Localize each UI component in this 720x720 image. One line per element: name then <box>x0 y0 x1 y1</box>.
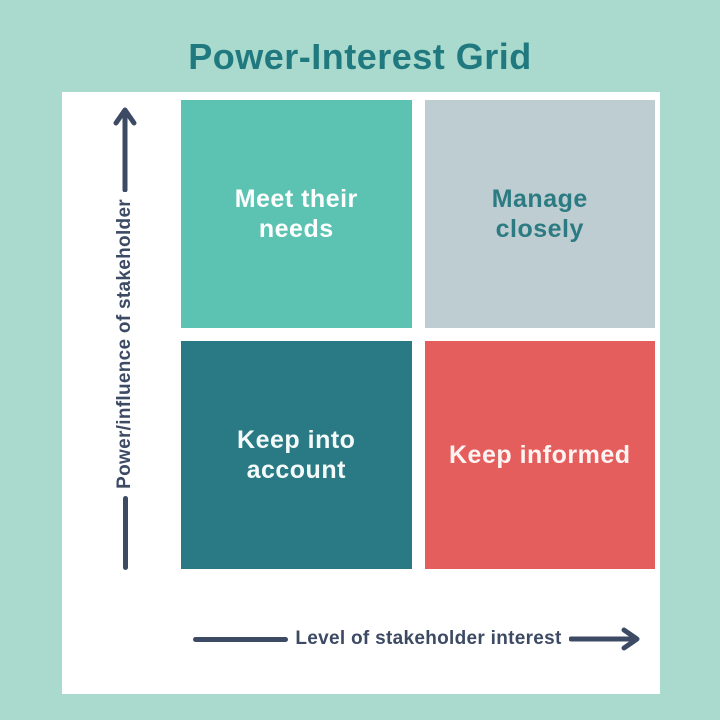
up-arrow-icon <box>113 107 137 192</box>
right-arrow-icon <box>568 627 640 651</box>
matrix-card: Meet their needs Manage closely Keep int… <box>62 92 660 694</box>
x-axis-line-segment <box>193 636 289 642</box>
quadrant-label-line: needs <box>258 215 334 243</box>
quadrant-keep-into-account: Keep into account <box>181 341 412 569</box>
quadrant-keep-informed: Keep informed <box>424 341 655 569</box>
x-axis: Level of stakeholder interest <box>181 625 655 653</box>
x-axis-label: Level of stakeholder interest <box>295 628 562 649</box>
y-axis: Power/influence of stakeholder <box>109 104 141 570</box>
quadrant-label-line: closely <box>495 215 584 243</box>
quadrant-label-line: Keep informed <box>448 440 631 469</box>
y-axis-label: Power/influence of stakeholder <box>114 199 135 489</box>
quadrant-label-line: Meet their <box>234 184 358 213</box>
quadrant-label-line: Keep into <box>237 425 356 454</box>
page-title: Power-Interest Grid <box>188 36 532 77</box>
quadrant-label-line: Manage <box>491 184 588 213</box>
quadrant-manage-closely: Manage closely <box>424 100 655 328</box>
y-axis-line-segment <box>122 496 128 570</box>
quadrant-meet-their-needs: Meet their needs <box>181 100 412 328</box>
quadrant-label-line: account <box>246 456 346 484</box>
power-interest-grid: Meet their needs Manage closely Keep int… <box>181 100 655 569</box>
